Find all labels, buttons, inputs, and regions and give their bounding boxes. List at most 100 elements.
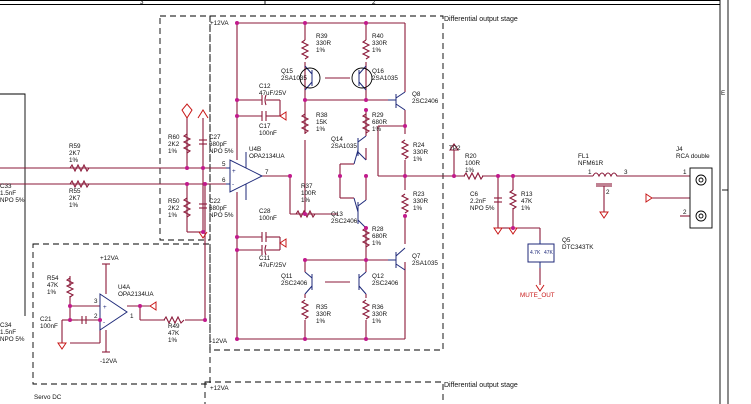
ground-symbols: [57, 111, 653, 350]
r40-symbol: [361, 39, 371, 60]
fl1-filter: [592, 172, 620, 187]
r54-symbol: [65, 277, 75, 298]
fl1-pin-3: 3: [624, 169, 628, 176]
u4a-opamp: + -: [99, 293, 128, 331]
r50-symbol: [182, 197, 192, 218]
r20-symbol: [463, 171, 484, 181]
rail-pos-top: +12VA: [210, 20, 229, 27]
r23-symbol: [400, 193, 410, 214]
servo-wiring: [61, 264, 165, 352]
q5-r1-value: 4.7K: [530, 250, 541, 256]
r39-symbol: [300, 39, 310, 60]
r59-symbol: [69, 163, 90, 173]
servo-dc-label: Servo DC: [34, 394, 62, 401]
u4b-pin-7: 7: [265, 169, 269, 176]
r60-symbol: [182, 133, 192, 154]
capacitor-symbols: [81, 94, 502, 324]
u4a-pin-1: 1: [130, 313, 134, 320]
diff-stage-title: Differential output stage: [444, 16, 518, 23]
r49-symbol: [163, 315, 185, 325]
rail-pos-servo: +12VA: [100, 255, 119, 262]
fl1-pin-2: 2: [606, 189, 610, 196]
u4b-pin-5: 5: [222, 161, 226, 168]
transistor-symbols: [299, 65, 406, 295]
main-wiring: [0, 22, 690, 340]
svg-text:-: -: [232, 181, 234, 188]
fl1-pin-1: 1: [588, 169, 592, 176]
svg-text:+: +: [232, 168, 236, 175]
j4-pin-1: 1: [683, 169, 687, 176]
rail-neg-top: -12VA: [210, 338, 228, 345]
r24-symbol: [400, 139, 410, 160]
tp2-label: TP2: [449, 145, 461, 152]
q5-mute-transistor: 4.7K 47K: [527, 240, 555, 268]
j4-rca-connector: [689, 167, 713, 229]
rail-pos-bottom: +12VA: [210, 385, 229, 392]
r29-symbol: [361, 113, 371, 134]
diff-output-stage-box: [209, 15, 444, 351]
diff-stage-bottom-title: Differential output stage: [444, 382, 518, 389]
left-partial-frames: [0, 93, 26, 316]
q5-r2-value: 47K: [544, 250, 554, 256]
frame-col-3: 3: [140, 0, 144, 6]
frame-row-e: E: [721, 90, 725, 97]
svg-text:+: +: [103, 304, 107, 311]
svg-text:-: -: [103, 319, 105, 326]
r38-symbol: [300, 113, 310, 134]
u4a-pin-3: 3: [94, 298, 98, 305]
u4b-pin-6: 6: [222, 177, 226, 184]
input-network-box: [159, 15, 211, 241]
u4b-opamp: + -: [226, 152, 264, 200]
rail-neg-servo: -12VA: [100, 358, 118, 365]
tp2-testpoint: TP2: [448, 143, 461, 178]
servo-dc-box: [32, 243, 211, 385]
r28-symbol: [361, 227, 371, 248]
r35-symbol: [300, 299, 310, 320]
power-symbols: [102, 103, 545, 353]
r36-symbol: [361, 299, 371, 320]
mute-out-net: MUTE_OUT: [520, 292, 555, 299]
frame-col-2: 2: [372, 0, 376, 6]
r55-symbol: [69, 179, 90, 189]
r13-symbol: [508, 189, 518, 210]
j4-pin-2: 2: [683, 209, 687, 216]
